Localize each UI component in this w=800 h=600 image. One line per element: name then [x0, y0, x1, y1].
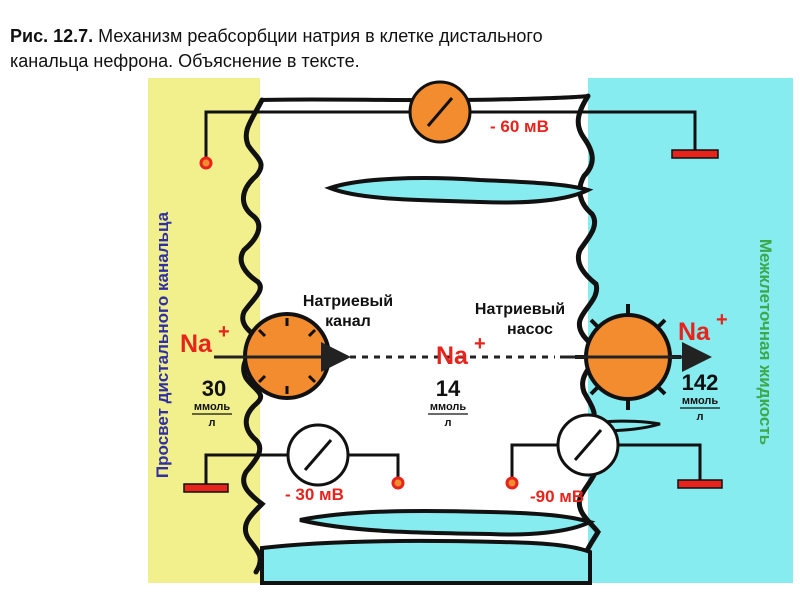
na-interstitial-symbol: Na: [678, 318, 711, 346]
left-electrode-ground: [183, 483, 229, 493]
left-voltage-label: - 30 мВ: [285, 485, 344, 504]
interstitial-label: Межклеточная жидкость: [756, 239, 775, 445]
right-electrode-ground: [677, 479, 723, 489]
figure-label: Рис. 12.7.: [10, 26, 94, 46]
pump-label-line1: Натриевый: [475, 301, 565, 318]
right-voltmeter-needle: [573, 429, 603, 461]
lower-intercellular-space: [299, 508, 596, 537]
na-interstitial: Na +: [678, 309, 728, 346]
left-voltmeter-needle: [303, 439, 333, 471]
sodium-channel-ticks: [257, 318, 317, 394]
cell-concentration: 14 ммоль л: [428, 376, 468, 429]
na-interstitial-charge: +: [716, 309, 728, 331]
top-circuit-wire-left: [204, 110, 410, 160]
cell-unit-numerator: ммоль: [430, 401, 467, 413]
left-circuit-wire-right: [348, 453, 400, 478]
na-lumen: Na +: [180, 321, 230, 358]
na-cell: Na +: [436, 333, 486, 370]
top-voltage-label: - 60 мВ: [490, 117, 549, 136]
lumen-concentration-value: 30: [202, 376, 226, 401]
lumen-unit-denominator: л: [209, 417, 216, 429]
left-electrode-open: [391, 476, 405, 490]
top-circuit-wire-right: [470, 110, 697, 152]
na-cell-symbol: Na: [436, 342, 469, 370]
caption-text: Механизм реабсорбции натрия в клетке дис…: [10, 26, 543, 71]
top-electrode-ground: [671, 149, 719, 159]
left-circuit-wire: [204, 453, 288, 484]
pump-label-line2: насос: [507, 321, 553, 338]
interstitial-unit-denominator: л: [697, 411, 704, 423]
interstitial-concentration: 142 ммоль л: [680, 370, 720, 423]
top-voltmeter-needle: [426, 97, 454, 127]
right-circuit-wire-left: [510, 443, 558, 478]
na-lumen-symbol: Na: [180, 330, 213, 358]
right-electrode-open: [505, 476, 519, 490]
channel-label-line2: канал: [325, 313, 371, 330]
cell-concentration-value: 14: [436, 376, 461, 401]
top-electrode-open: [199, 156, 213, 170]
na-cell-charge: +: [474, 333, 486, 355]
na-lumen-charge: +: [218, 321, 230, 343]
interstitial-concentration-value: 142: [682, 370, 719, 395]
bottom-intercellular-space: [260, 538, 592, 585]
lumen-unit-numerator: ммоль: [194, 401, 231, 413]
upper-intercellular-space: [324, 176, 594, 205]
interstitial-unit-numerator: ммоль: [682, 395, 719, 407]
figure-caption: Рис. 12.7. Механизм реабсорбции натрия в…: [10, 24, 570, 74]
basolateral-membrane: [575, 93, 604, 575]
right-voltage-label: -90 мВ: [530, 487, 584, 506]
lumen-concentration: 30 ммоль л: [192, 376, 232, 429]
lumen-label: Просвет дистального канальца: [153, 211, 172, 478]
cell-unit-denominator: л: [445, 417, 452, 429]
channel-label-line1: Натриевый: [303, 293, 393, 310]
right-circuit-wire-right: [618, 443, 702, 480]
